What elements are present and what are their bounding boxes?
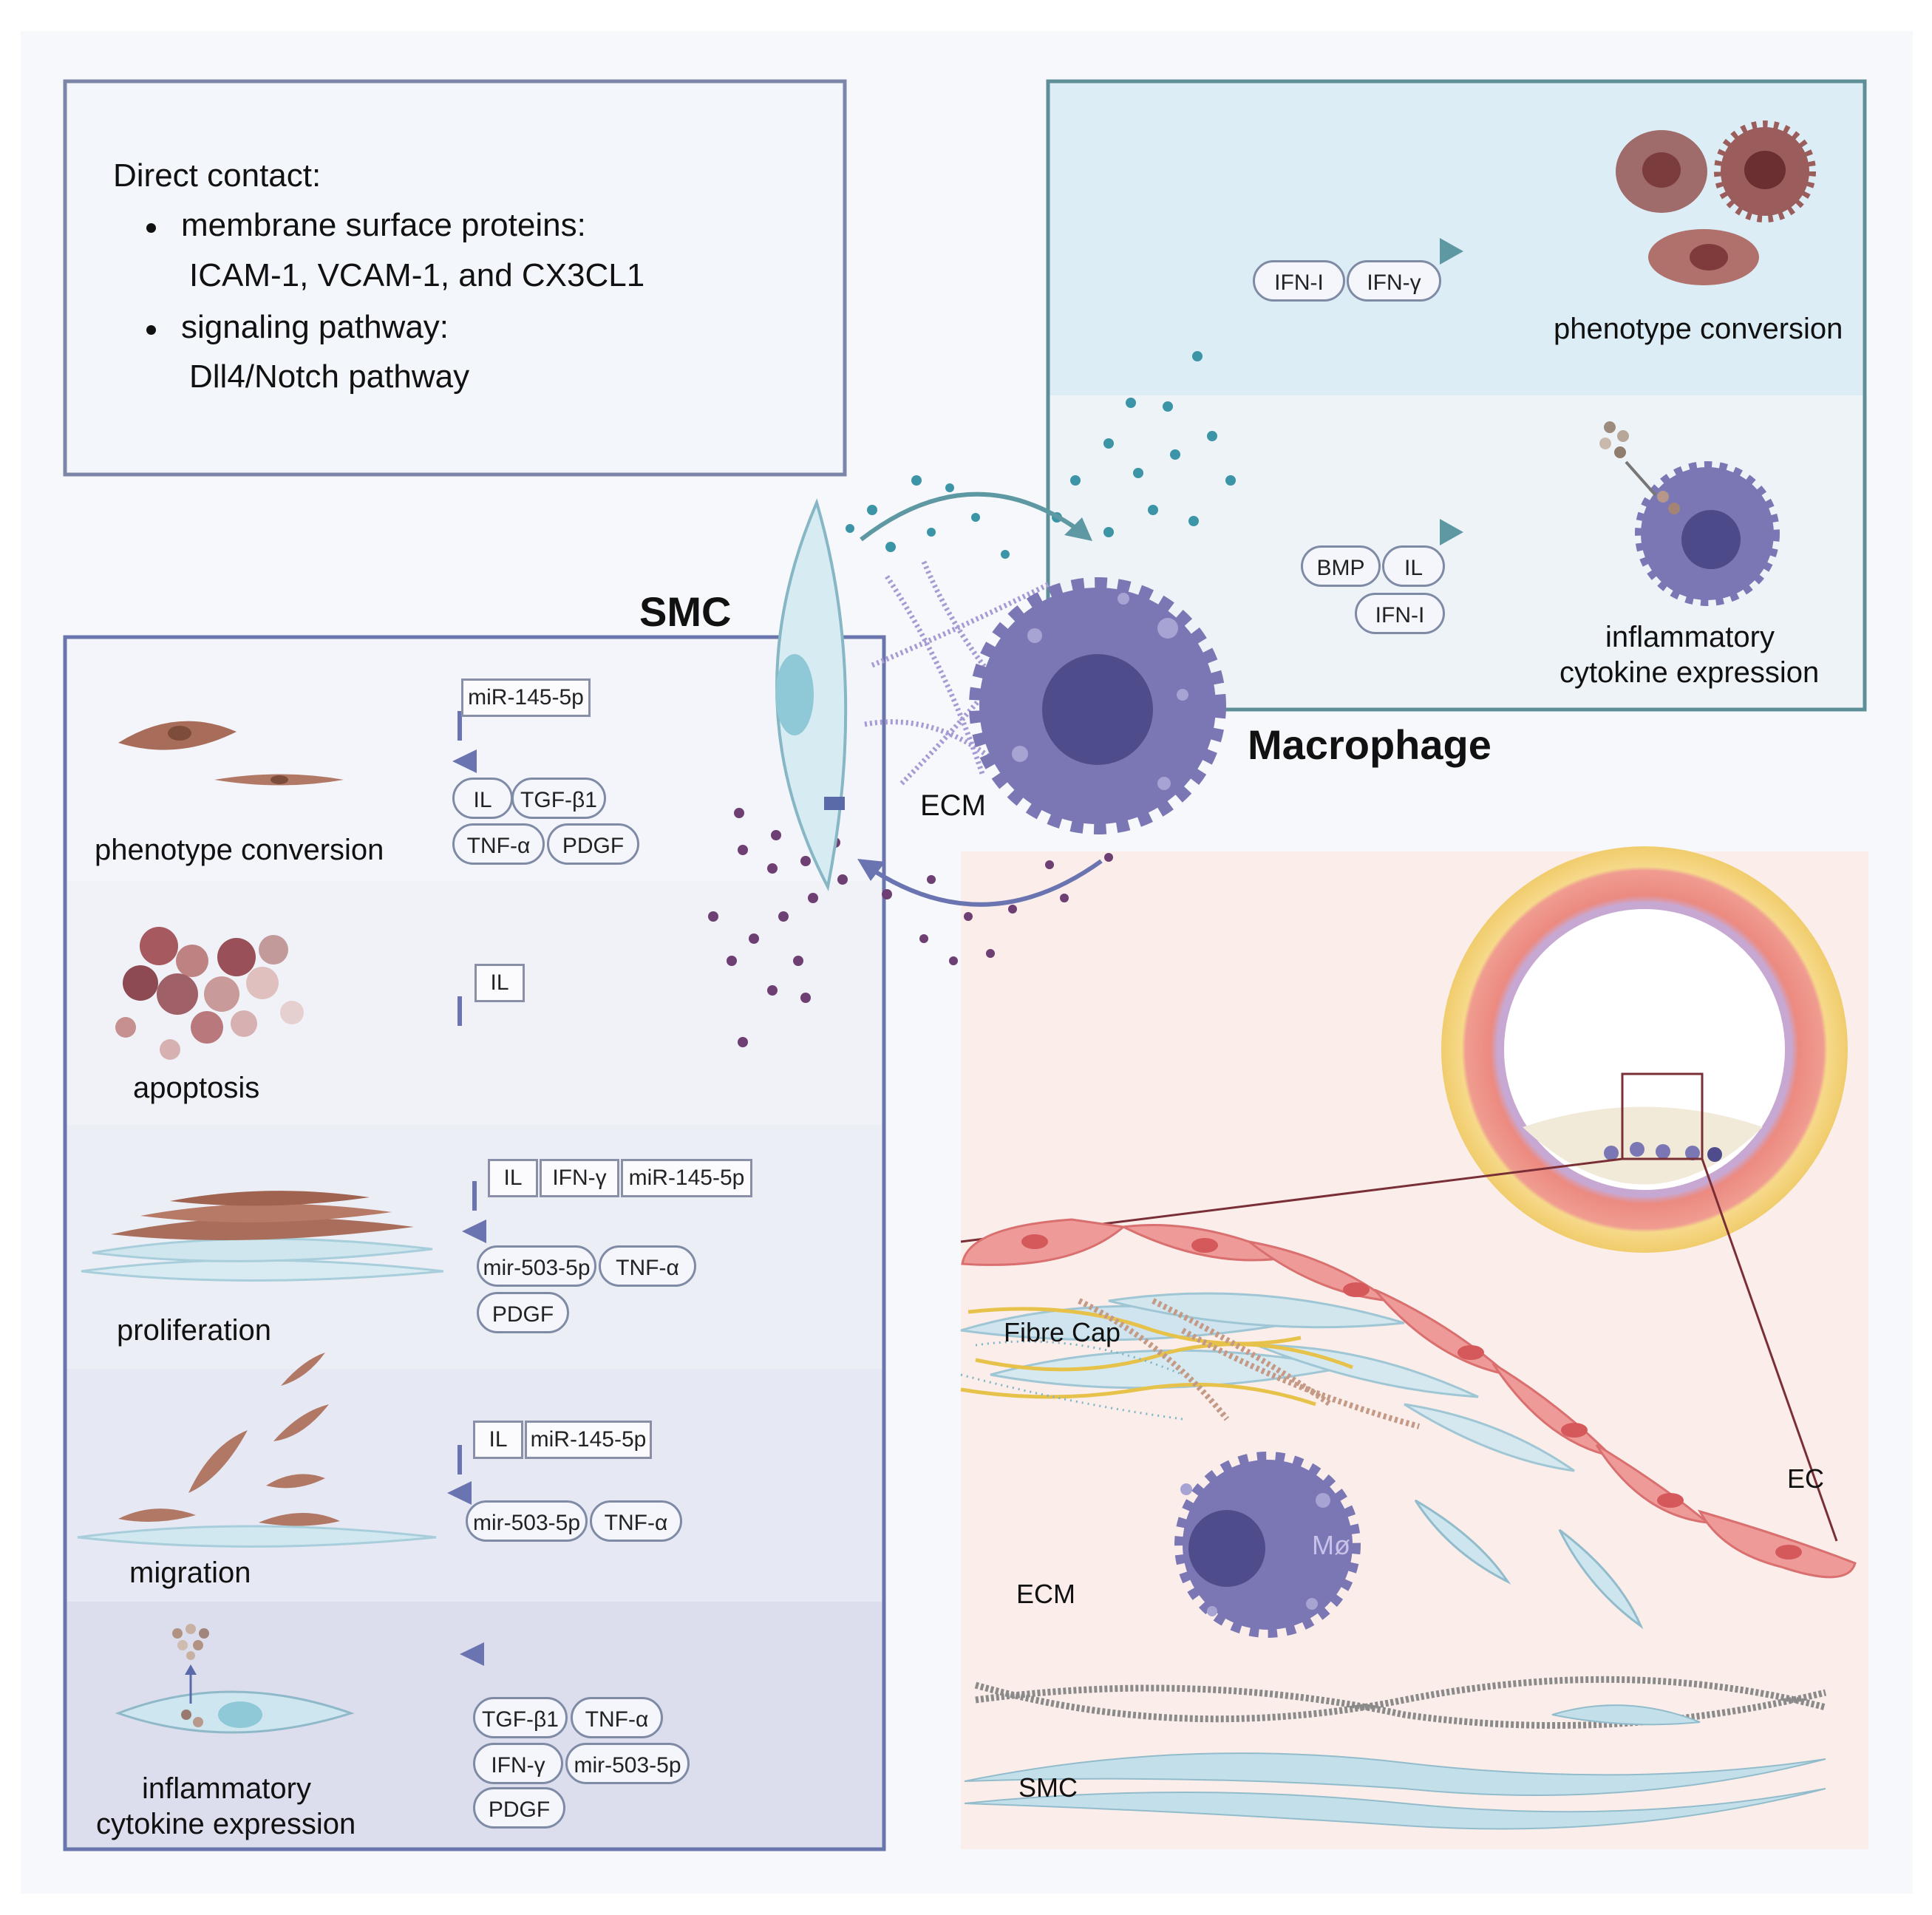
smc-migration-promote-head (447, 1481, 472, 1505)
smc-panel-border (63, 635, 886, 1851)
smc-prolif-prom-mir503: mir-503-5p (477, 1245, 596, 1287)
smc-migration-inhib-il: IL (473, 1421, 523, 1459)
mac-cytokine-cell (1599, 421, 1780, 606)
smc-migration-label: migration (129, 1557, 251, 1589)
zoom-line-right (1701, 1158, 1838, 1542)
fibre-cap-collagen (1078, 1298, 1421, 1429)
smc-phenotype-inhib-mir145: miR-145-5p (461, 678, 591, 717)
smc-phenotype-label: phenotype conversion (95, 834, 384, 866)
smc-apoptosis-inhib-il: IL (475, 964, 525, 1002)
plaque-ecm-label: ECM (1016, 1579, 1075, 1609)
plaque-fibre-cap-label: Fibre Cap (1004, 1317, 1121, 1347)
mac-row1-arrow-head (1440, 238, 1463, 265)
center-smc-label: SMC (639, 588, 732, 635)
mac-to-smc-arrow (863, 859, 1103, 907)
direct-contact-box (63, 79, 847, 477)
purple-secretion-dots (708, 808, 1113, 1047)
mac-phenotype-label: phenotype conversion (1554, 313, 1843, 345)
smc-to-mac-arrow (860, 491, 1088, 542)
smc-proliferation-label: proliferation (117, 1314, 272, 1347)
mac-r2-factor-ifn1: IFN-I (1355, 593, 1445, 634)
fibre-cap-cells (960, 1292, 1575, 1472)
smc-prolif-inhib-il: IL (488, 1159, 538, 1197)
smc-phenotype-cells (118, 721, 344, 786)
direct-contact-bullet-2: signaling pathway: (181, 309, 449, 345)
fibre-cap-blue-fibres (960, 1340, 1183, 1421)
mac-phenotype-cells (1616, 120, 1816, 285)
smc-phenotype-prom-il: IL (452, 778, 513, 819)
mac-cytokine-label-1: inflammatory (1605, 621, 1775, 653)
smc-cytokine-prom-tnfa: TNF-α (571, 1697, 663, 1738)
smc-prolif-inhib-mir145: miR-145-5p (621, 1159, 752, 1197)
direct-contact-heading: Direct contact: (113, 157, 322, 194)
endothelial-nuclei (1021, 1234, 1802, 1559)
smc-migration-prom-tnfa: TNF-α (590, 1500, 682, 1542)
smc-to-mac-arrow-head (1064, 517, 1092, 541)
direct-contact-bullet-1-detail: ICAM-1, VCAM-1, and CX3CL1 (189, 257, 645, 293)
smc-migration-inhib-mir145: miR-145-5p (525, 1421, 652, 1459)
mac-r1-factor-ifng: IFN-γ (1347, 260, 1441, 302)
smc-migration-prom-mir503: mir-503-5p (466, 1500, 588, 1542)
smc-cytokine-prom-tgfb1: TGF-β1 (473, 1697, 568, 1738)
smc-phenotype-prom-pdgf: PDGF (547, 823, 639, 865)
smc-cytokine-prom-ifng: IFN-γ (473, 1743, 563, 1784)
center-macrophage-label: Macrophage (1248, 721, 1491, 768)
center-ecm-label: ECM (920, 789, 986, 822)
mac-row2-arrow-head (1440, 519, 1463, 545)
plaque-smc-layer (964, 1704, 1826, 1830)
smc-prolif-prom-pdgf: PDGF (477, 1292, 569, 1333)
mac-to-smc-arrow-head (857, 859, 885, 881)
smc-phenotype-prom-tnfa: TNF-α (452, 823, 545, 865)
plaque-smc-label: SMC (1018, 1772, 1078, 1803)
mac-r2-factor-il: IL (1382, 545, 1445, 587)
smc-apoptosis-label: apoptosis (133, 1072, 260, 1104)
bullet-dot-1 (146, 223, 156, 233)
direct-contact-bullet-2-detail: Dll4/Notch pathway (189, 358, 470, 395)
smc-prolif-prom-tnfa: TNF-α (599, 1245, 696, 1287)
smc-cytokine-label-1: inflammatory (142, 1772, 311, 1805)
smc-migration-cells (77, 1353, 437, 1548)
plaque-macrophage-cell (1174, 1452, 1361, 1638)
smc-cytokine-prom-mir503: mir-503-5p (565, 1743, 690, 1784)
mac-r2-factor-bmp: BMP (1301, 545, 1381, 587)
smc-proliferation-cells (81, 1191, 444, 1282)
vessel-cross-section (1441, 846, 1848, 1253)
center-smc-cell (775, 498, 848, 891)
mac-r1-factor-ifn1: IFN-I (1253, 260, 1345, 302)
plaque-mo-label: Mø (1312, 1530, 1350, 1560)
plaque-free-smc (1414, 1499, 1644, 1630)
teal-secretion-dots (846, 351, 1236, 559)
direct-contact-bullet-1: membrane surface proteins: (181, 207, 586, 243)
smc-prolif-promote-head (462, 1220, 486, 1243)
macrophage-panel-border (1046, 79, 1867, 712)
mac-cytokine-label-2: cytokine expression (1559, 656, 1820, 689)
fibre-cap-yellow-fibres (960, 1307, 1353, 1407)
center-macrophage-cell (969, 577, 1226, 834)
smc-phenotype-promote-head (452, 749, 477, 773)
smc-cytokine-prom-pdgf: PDGF (473, 1787, 565, 1829)
smc-band-apoptosis (65, 881, 884, 1125)
bullet-dot-2 (146, 325, 156, 335)
smc-cytokine-cell (115, 1624, 355, 1734)
smc-apoptosis-cells (115, 927, 304, 1060)
smc-cytokine-promote-head (460, 1642, 484, 1666)
vessel-zoom-box (1621, 1072, 1704, 1160)
smc-phenotype-prom-tgfb1: TGF-β1 (511, 778, 606, 819)
smc-prolif-inhib-ifng: IFN-γ (540, 1159, 619, 1197)
plaque-ec-label: EC (1787, 1463, 1825, 1494)
smc-cytokine-label-2: cytokine expression (96, 1808, 356, 1840)
